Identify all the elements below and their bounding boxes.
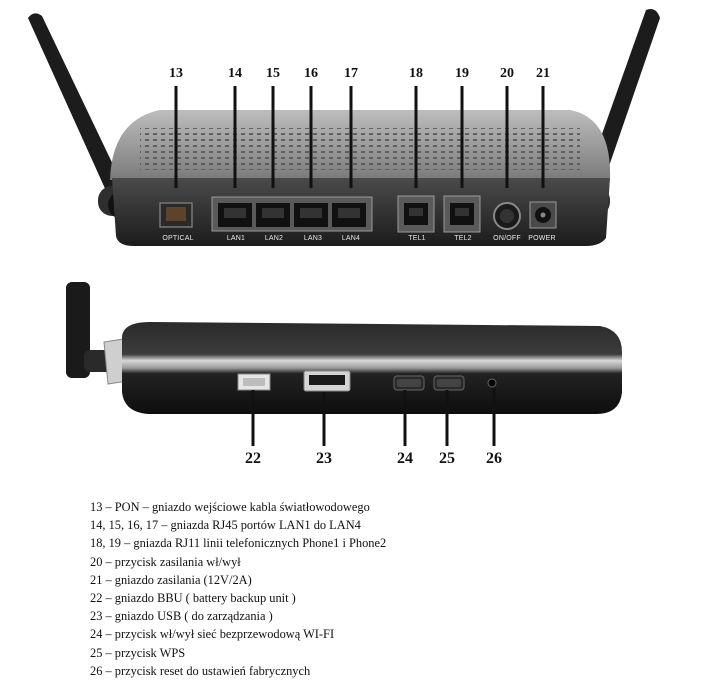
callout-21: 21 <box>536 66 550 81</box>
power-jack <box>529 201 557 229</box>
legend-item: 25 – przycisk WPS <box>90 645 186 660</box>
on-off-button <box>493 202 521 230</box>
legend-item: 24 – przycisk wł/wył sieć bezprzewodową … <box>90 627 335 642</box>
legend-item: 21 – gniazdo zasilania (12V/2A) <box>90 572 252 587</box>
callout-19: 19 <box>455 66 469 81</box>
rear-view <box>28 9 660 246</box>
label-power: POWER <box>528 235 556 242</box>
legend-list: 13 – PON – gniazdo wejściowe kabla świat… <box>90 498 386 680</box>
label-lan2: LAN2 <box>264 235 284 242</box>
label-optical: OPTICAL <box>162 235 194 242</box>
legend-item: 23 – gniazdo USB ( do zarządzania ) <box>90 609 273 624</box>
wifi-button <box>393 375 425 391</box>
side-view <box>66 282 622 446</box>
lan-port-4 <box>332 203 366 227</box>
callout-15: 15 <box>266 66 280 81</box>
lan-port-1 <box>218 203 252 227</box>
label-on-off: ON/OFF <box>493 235 521 242</box>
rear-callout-lines <box>174 86 545 188</box>
usb-port <box>303 370 351 392</box>
legend-item: 18, 19 – gniazda RJ11 linii telefoniczny… <box>90 536 387 551</box>
legend-item: 26 – przycisk reset do ustawień fabryczn… <box>90 663 311 678</box>
callout-14: 14 <box>228 66 242 81</box>
reset-hole <box>487 378 497 388</box>
callout-18: 18 <box>409 66 423 81</box>
callout-13: 13 <box>169 66 183 81</box>
wps-button <box>433 375 465 391</box>
label-lan1: LAN1 <box>226 235 246 242</box>
device-illustration <box>28 9 660 446</box>
label-lan3: LAN3 <box>303 235 323 242</box>
legend-item: 14, 15, 16, 17 – gniazda RJ45 portów LAN… <box>90 518 361 533</box>
tel-port-1 <box>397 195 435 233</box>
callout-25: 25 <box>439 450 455 467</box>
lan-port-2 <box>256 203 290 227</box>
callout-16: 16 <box>304 66 318 81</box>
label-lan4: LAN4 <box>341 235 361 242</box>
callout-23: 23 <box>316 450 332 467</box>
callout-20: 20 <box>500 66 514 81</box>
callout-22: 22 <box>245 450 261 467</box>
callout-24: 24 <box>397 450 413 467</box>
legend-item: 20 – przycisk zasilania wł/wył <box>90 554 241 569</box>
bbu-port <box>237 373 271 391</box>
callout-17: 17 <box>344 66 358 81</box>
tel-port-2 <box>443 195 481 233</box>
lan-port-3 <box>294 203 328 227</box>
callout-26: 26 <box>486 450 502 467</box>
label-tel1: TEL1 <box>408 235 426 242</box>
legend-item: 13 – PON – gniazdo wejściowe kabla świat… <box>90 500 370 514</box>
legend-item: 22 – gniazdo BBU ( battery backup unit ) <box>90 591 296 606</box>
label-tel2: TEL2 <box>454 235 472 242</box>
side-callout-lines <box>251 388 496 446</box>
